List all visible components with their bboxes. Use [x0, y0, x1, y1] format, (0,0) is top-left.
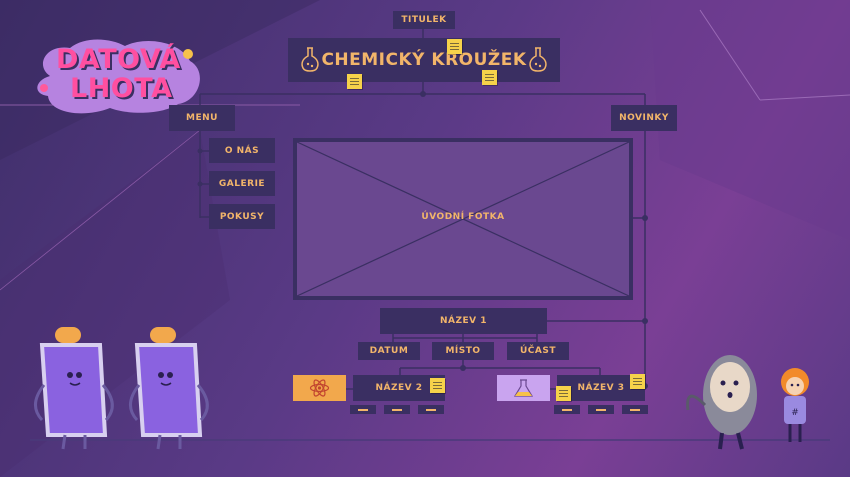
image-placeholder-icon [297, 142, 629, 296]
page-title[interactable]: CHEMICKÝ KROUŽEK [288, 38, 560, 82]
event-2-title[interactable]: NÁZEV 2 [353, 375, 445, 401]
phone-mascots-illustration [34, 327, 209, 450]
page-title-text: CHEMICKÝ KROUŽEK [321, 50, 527, 70]
sticky-note-icon [556, 386, 571, 401]
sticky-note-icon [430, 378, 445, 393]
sticky-note-icon [630, 374, 645, 389]
event-2-field-2[interactable] [384, 405, 410, 414]
event-3-field-3[interactable] [622, 405, 648, 414]
event-3-thumbnail[interactable] [497, 375, 550, 401]
logo-cloud-icon [37, 39, 200, 114]
flask-icon [513, 379, 534, 397]
header-label[interactable]: TITULEK [393, 11, 455, 29]
event-2-field-3[interactable] [418, 405, 444, 414]
event-1-ucast[interactable]: ÚČAST [507, 342, 569, 360]
hero-label: ÚVODNÍ FOTKA [421, 212, 505, 222]
event-3-field-1[interactable] [554, 405, 580, 414]
event-1-datum[interactable]: DATUM [358, 342, 420, 360]
flask-left-icon [300, 47, 320, 73]
logo[interactable]: DATOVÁ LHOTA [30, 36, 205, 116]
logo-line-2: LHOTA [70, 73, 173, 104]
menu-label[interactable]: MENU [169, 105, 235, 131]
menu-item-pokusy[interactable]: POKUSY [209, 204, 275, 229]
flask-right-icon [528, 47, 548, 73]
atom-icon [309, 379, 330, 397]
event-1-misto[interactable]: MÍSTO [432, 342, 494, 360]
menu-item-o-nas[interactable]: O NÁS [209, 138, 275, 163]
news-label[interactable]: NOVINKY [611, 105, 677, 131]
logo-line-1: DATOVÁ [56, 44, 181, 75]
event-3-field-2[interactable] [588, 405, 614, 414]
event-2-field-1[interactable] [350, 405, 376, 414]
event-2-thumbnail[interactable] [293, 375, 346, 401]
event-1-title[interactable]: NÁZEV 1 [380, 308, 547, 334]
menu-item-galerie[interactable]: GALERIE [209, 171, 275, 196]
sticky-note-icon [347, 74, 362, 89]
svg-text:#: # [791, 408, 799, 418]
sticky-note-icon [482, 70, 497, 85]
sticky-note-icon [447, 39, 462, 54]
kids-mascots-illustration: # [686, 355, 809, 450]
hero-image-placeholder[interactable]: ÚVODNÍ FOTKA [293, 138, 633, 300]
